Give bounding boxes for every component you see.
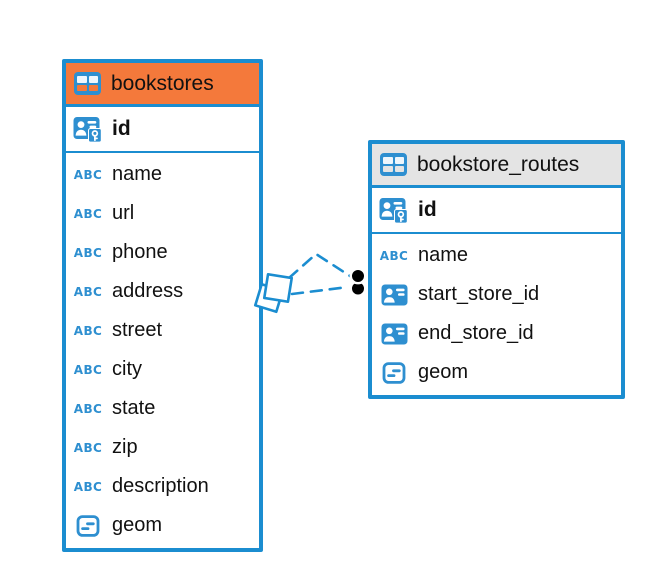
column-row[interactable]: ABC zip (66, 428, 259, 467)
column-row[interactable]: ABC name (66, 155, 259, 194)
column-name: zip (112, 436, 138, 458)
primary-key-name: id (418, 198, 437, 221)
text-type-icon: ABC (73, 284, 103, 299)
column-name: name (112, 163, 163, 185)
table-bookstore-routes[interactable]: bookstore_routes id ABC name (368, 140, 625, 399)
text-type-icon: ABC (73, 362, 103, 377)
text-type-icon: ABC (379, 250, 409, 262)
column-name: description (112, 475, 209, 497)
text-type-icon: ABC (73, 286, 103, 298)
primary-key-row[interactable]: id (372, 188, 621, 234)
column-name: street (112, 319, 163, 341)
relationship-link-upper[interactable] (287, 252, 352, 280)
column-row[interactable]: ABC description (66, 467, 259, 506)
column-row[interactable]: ABC city (66, 350, 259, 389)
text-type-icon: ABC (73, 401, 103, 416)
text-type-icon: ABC (73, 208, 103, 220)
column-name: geom (418, 361, 469, 383)
column-row[interactable]: geom (372, 353, 621, 392)
column-row[interactable]: ABC phone (66, 233, 259, 272)
column-name: url (112, 202, 135, 224)
primary-key-icon (379, 197, 409, 224)
text-type-icon: ABC (73, 206, 103, 221)
column-list: ABC name start_store_id end_store_id geo… (372, 234, 621, 395)
text-type-icon: ABC (73, 479, 103, 494)
column-name: address (112, 280, 184, 302)
table-header-bookstore-routes[interactable]: bookstore_routes (372, 144, 621, 188)
column-row[interactable]: ABC street (66, 311, 259, 350)
text-type-icon: ABC (73, 442, 103, 454)
primary-key-name: id (112, 117, 131, 140)
column-list: ABC name ABC url ABC phone ABC address A… (66, 153, 259, 548)
column-name: state (112, 397, 156, 419)
column-row[interactable]: geom (66, 506, 259, 545)
table-icon (380, 153, 407, 176)
column-row[interactable]: end_store_id (372, 314, 621, 353)
column-name: city (112, 358, 142, 380)
column-row[interactable]: ABC name (372, 236, 621, 275)
column-row[interactable]: start_store_id (372, 275, 621, 314)
table-icon (74, 72, 101, 95)
reference-type-icon (379, 323, 409, 345)
text-type-icon: ABC (379, 248, 409, 263)
relationship-endpoint-dots[interactable] (349, 267, 367, 297)
column-row[interactable]: ABC url (66, 194, 259, 233)
column-name: name (418, 244, 469, 266)
geometry-type-icon (76, 514, 100, 537)
column-name: phone (112, 241, 168, 263)
geometry-type-icon (379, 361, 409, 384)
column-name: start_store_id (418, 283, 540, 305)
text-type-icon: ABC (73, 403, 103, 415)
relationship-link-lower[interactable] (290, 285, 350, 296)
geometry-type-icon (73, 514, 103, 537)
column-row[interactable]: ABC state (66, 389, 259, 428)
column-name: end_store_id (418, 322, 534, 344)
geometry-type-icon (382, 361, 406, 384)
reference-type-icon (381, 323, 407, 344)
text-type-icon: ABC (73, 245, 103, 260)
primary-key-row[interactable]: id (66, 107, 259, 153)
text-type-icon: ABC (73, 323, 103, 338)
reference-type-icon (381, 284, 407, 305)
table-header-bookstores[interactable]: bookstores (66, 63, 259, 107)
text-type-icon: ABC (73, 481, 103, 493)
text-type-icon: ABC (73, 247, 103, 259)
text-type-icon: ABC (73, 169, 103, 181)
text-type-icon: ABC (73, 167, 103, 182)
table-title: bookstores (111, 71, 214, 95)
table-bookstores[interactable]: bookstores id ABC name (62, 59, 263, 552)
reference-type-icon (379, 284, 409, 306)
column-row[interactable]: ABC address (66, 272, 259, 311)
text-type-icon: ABC (73, 325, 103, 337)
text-type-icon: ABC (73, 440, 103, 455)
text-type-icon: ABC (73, 364, 103, 376)
table-title: bookstore_routes (417, 152, 580, 176)
primary-key-icon (73, 116, 103, 143)
column-name: geom (112, 514, 163, 536)
